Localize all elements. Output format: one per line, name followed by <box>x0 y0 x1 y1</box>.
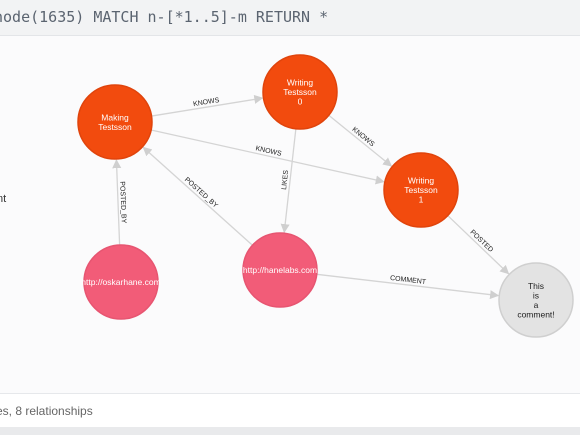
relationship-label: COMMENT <box>390 275 427 286</box>
relationship-label: KNOWS <box>350 126 375 148</box>
query-text[interactable]: node(1635) MATCH n-[*1..5]-m RETURN * <box>0 8 329 26</box>
node-caption: Testsson <box>98 122 132 132</box>
node-caption: 0 <box>298 97 303 107</box>
node-caption: http://oskarhane.com <box>81 277 160 287</box>
node-caption: This <box>528 281 544 291</box>
status-bar: es, 8 relationships <box>0 393 580 428</box>
relationship-knows-2[interactable] <box>328 114 393 167</box>
query-bar[interactable]: node(1635) MATCH n-[*1..5]-m RETURN * <box>0 0 580 36</box>
relationship-posted-by-5[interactable] <box>112 159 122 246</box>
relationship-label: POSTED_BY <box>183 176 219 209</box>
bottom-strip <box>0 427 580 435</box>
node-circle[interactable] <box>383 152 459 228</box>
node-caption: is <box>533 290 539 300</box>
side-panel-text: nt <box>0 193 7 205</box>
relationship-comment-7[interactable] <box>316 273 500 300</box>
node-caption: 1 <box>419 195 424 205</box>
node-caption: Testsson <box>283 87 317 97</box>
relationship-label: KNOWS <box>193 97 221 108</box>
node-caption: Writing <box>408 176 435 186</box>
node-oskarhane[interactable]: http://oskarhane.com <box>81 244 161 320</box>
relationship-label: LIKES <box>281 169 290 190</box>
node-caption: a <box>534 300 539 310</box>
relationship-knows-1[interactable] <box>150 129 385 185</box>
node-caption: Making <box>101 112 129 122</box>
node-caption: Writing <box>287 78 314 88</box>
node-hanelabs[interactable]: http://hanelabs.com <box>242 232 318 308</box>
relationship-posted-by-6[interactable] <box>142 146 253 246</box>
node-caption: Testsson <box>404 185 438 195</box>
relationship-label: POSTED_BY <box>118 181 127 224</box>
node-circle[interactable] <box>77 84 153 160</box>
status-summary: es, 8 relationships <box>0 404 93 418</box>
node-circle[interactable] <box>242 232 318 308</box>
node-caption: comment! <box>517 309 554 319</box>
node-caption: http://hanelabs.com <box>243 265 317 275</box>
node-circle[interactable] <box>83 244 159 320</box>
node-circle[interactable] <box>262 54 338 130</box>
relationship-likes-3[interactable] <box>280 128 297 234</box>
relationship-posted-4[interactable] <box>447 215 510 275</box>
node-circle[interactable] <box>498 262 574 338</box>
relationship-label: POSTED <box>468 229 494 254</box>
relationship-knows-0[interactable] <box>151 94 264 117</box>
